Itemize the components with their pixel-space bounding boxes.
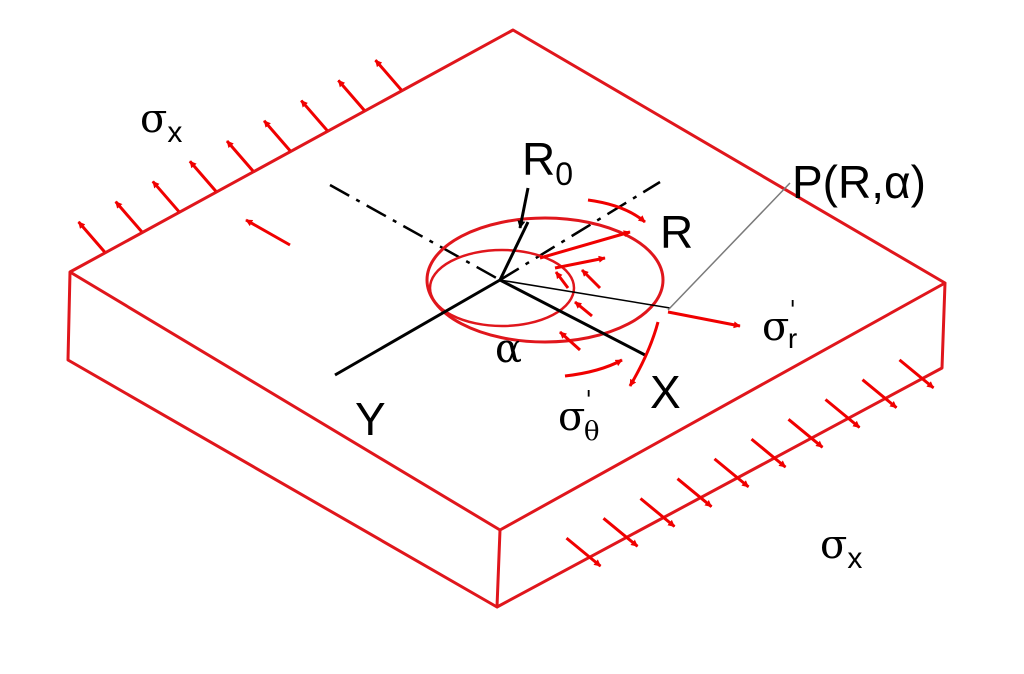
plate-top-face: [68, 28, 947, 532]
local-stress-arrows: [245, 198, 741, 387]
sigma-x-arrow: [225, 140, 255, 172]
plate-front-left-face: [66, 271, 502, 609]
field-arrow: [245, 218, 291, 247]
sigma-x-arrow: [898, 358, 935, 390]
sigma-x-arrows-top-edge: [77, 59, 403, 253]
angle-label: α: [495, 326, 522, 372]
radius-line: [499, 279, 671, 309]
plate-front-right-face: [496, 282, 947, 609]
inner-circle: [428, 248, 576, 328]
reference-lines: [329, 180, 661, 282]
sigma-x-arrow: [750, 437, 787, 469]
x-axis-label: X: [650, 366, 681, 418]
sigma-x-label-top: σx: [140, 96, 182, 149]
sigma-x-arrow: [676, 477, 713, 508]
arc-arrow-upper: [587, 198, 646, 224]
sigma-x-arrow: [114, 200, 143, 233]
reference-line-radial: [499, 180, 661, 282]
sigma-x-arrow: [787, 418, 824, 449]
reference-line-transverse: [329, 183, 501, 282]
hoop-arrow-2: [554, 271, 570, 289]
sigma-x-arrow: [77, 220, 106, 253]
sigma-x-arrows-bottom-edge: [565, 358, 935, 568]
sigma-x-arrow: [374, 59, 403, 92]
x-axis-line: [499, 278, 646, 357]
arc-arrow-lower: [564, 358, 623, 378]
radius-label: R: [660, 206, 693, 258]
y-axis-label: Y: [355, 393, 386, 445]
hoop-arrow-4: [574, 300, 593, 318]
sigma-x-arrow: [565, 536, 602, 568]
sigma-x-arrow: [639, 497, 676, 528]
radial-arrow-upper: [539, 230, 631, 260]
hoop-arrow-3: [558, 330, 582, 352]
sigma-r-arrow: [667, 310, 741, 329]
point-leader-line: [667, 182, 791, 311]
sigma-x-label-bottom: σx: [820, 522, 862, 575]
axes: [334, 187, 646, 377]
r-zero-pointer: [517, 187, 530, 229]
sigma-theta-label: σ'θ: [558, 386, 600, 447]
r-zero-arrow: [498, 221, 530, 281]
plate: [66, 28, 947, 609]
sigma-theta-arrow: [628, 321, 660, 387]
sigma-x-arrow: [188, 160, 218, 193]
sigma-x-arrow: [151, 180, 180, 213]
y-axis-line: [334, 278, 501, 377]
hoop-arrow-1: [580, 268, 602, 290]
r-zero-label: R0: [522, 133, 573, 192]
sigma-x-arrow: [824, 398, 861, 429]
radial-arrow-middle: [554, 255, 606, 270]
sigma-x-arrow: [713, 457, 750, 489]
sigma-x-arrow: [861, 378, 898, 409]
sigma-x-arrow: [300, 99, 329, 132]
sigma-x-arrow: [262, 119, 292, 152]
sigma-x-arrow: [602, 517, 639, 548]
hole-circle: [425, 216, 665, 344]
sigma-x-arrow: [337, 79, 366, 112]
point-label: P(R,α): [792, 156, 926, 208]
sigma-r-label: σ'r: [762, 296, 797, 354]
